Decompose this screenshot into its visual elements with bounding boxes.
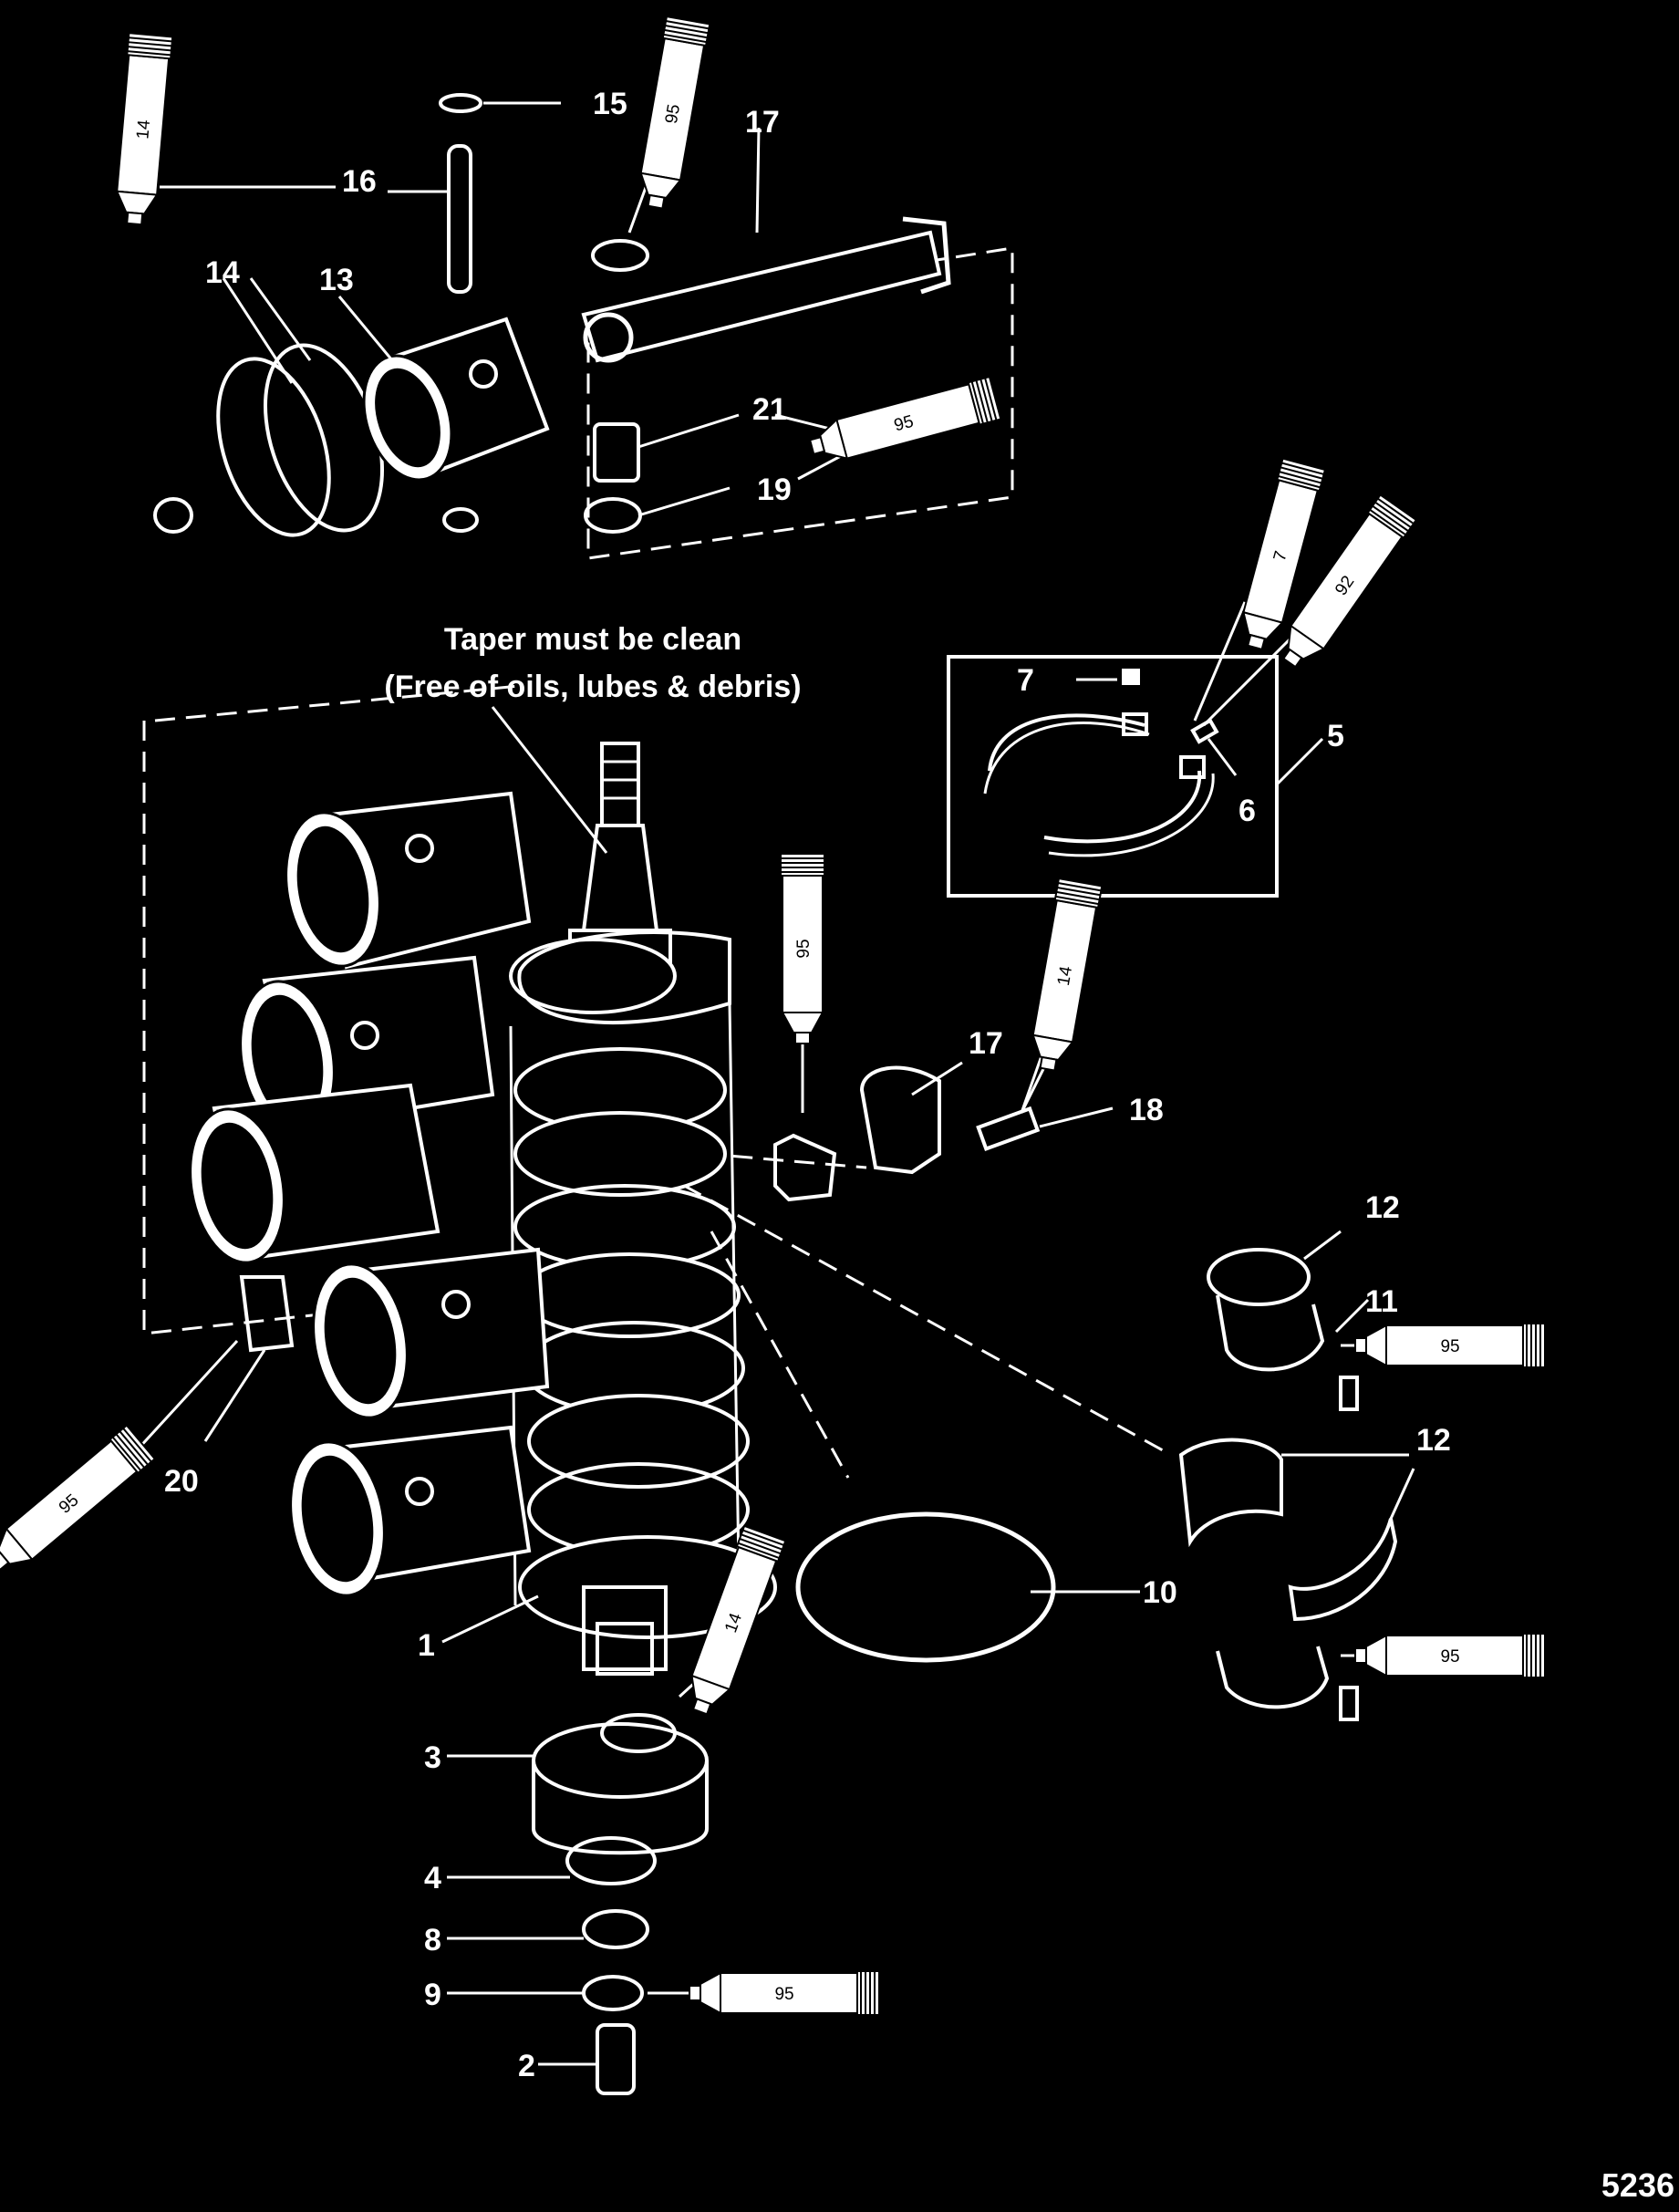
callout-9: 9 bbox=[424, 1978, 441, 2012]
connecting-rod-top bbox=[581, 230, 942, 363]
lube-tube-14a: 14 bbox=[111, 32, 174, 227]
lube-tubes: 14 95 95 7 92 95 14 95 bbox=[0, 16, 1546, 2016]
crankshaft-assembly bbox=[135, 684, 1415, 2095]
callout-2: 2 bbox=[518, 2049, 535, 2083]
svg-text:14: 14 bbox=[133, 119, 154, 140]
piston-ring-outer bbox=[153, 497, 193, 534]
retaining-ring bbox=[1207, 1248, 1311, 1306]
rod-cap bbox=[859, 1065, 941, 1175]
piston-5 bbox=[289, 1425, 532, 1597]
svg-text:95: 95 bbox=[1440, 1647, 1459, 1667]
wrist-pin bbox=[447, 144, 472, 294]
callout-3: 3 bbox=[424, 1740, 441, 1775]
piston-1 bbox=[285, 791, 532, 970]
rod-bolt bbox=[976, 1106, 1041, 1152]
rod-needle-bearing bbox=[239, 1275, 295, 1353]
svg-text:14: 14 bbox=[1054, 964, 1076, 987]
snap-ring-4 bbox=[565, 1836, 657, 1885]
main-bearing-lower bbox=[1288, 1518, 1398, 1622]
callout-12-ring: 12 bbox=[1365, 1190, 1400, 1225]
callout-6: 6 bbox=[1239, 794, 1256, 828]
seal-ring-10 bbox=[795, 1511, 1056, 1663]
svg-text:95: 95 bbox=[794, 939, 814, 958]
piston-rod-subassembly bbox=[153, 93, 1014, 560]
callout-4: 4 bbox=[424, 1861, 441, 1895]
thrust-washer bbox=[591, 239, 649, 272]
svg-text:7: 7 bbox=[1270, 549, 1291, 564]
lube-tube-14c: 14 bbox=[679, 1524, 787, 1720]
piston-top bbox=[362, 317, 550, 482]
callout-10: 10 bbox=[1143, 1575, 1177, 1610]
callout-17-cap: 17 bbox=[969, 1026, 1003, 1061]
lube-tube-95b: 95 bbox=[805, 376, 1002, 470]
ball-bearing bbox=[532, 1760, 709, 1855]
callout-13: 13 bbox=[319, 263, 354, 297]
roller-cage-bottom bbox=[1216, 1646, 1330, 1709]
crank-taper bbox=[581, 824, 659, 932]
callout-1: 1 bbox=[418, 1628, 435, 1663]
callout-5: 5 bbox=[1327, 719, 1344, 753]
svg-text:95: 95 bbox=[774, 1985, 793, 2004]
lube-tube-95d: 95 bbox=[1354, 1323, 1546, 1368]
lower-washer bbox=[584, 497, 642, 534]
washer-9 bbox=[582, 1975, 644, 2011]
lube-tube-92: 92 bbox=[1270, 493, 1417, 677]
main-bearing-half bbox=[773, 1133, 837, 1202]
crank-threaded-end bbox=[600, 742, 640, 827]
callout-labels: 15 16 17 14 13 21 19 7 5 6 17 18 12 11 1… bbox=[164, 87, 1451, 2083]
figure-number: 5236 bbox=[1601, 2166, 1674, 2204]
lube-tube-7: 7 bbox=[1232, 457, 1326, 654]
seal-8 bbox=[582, 1909, 649, 1949]
needle-bearing bbox=[593, 422, 640, 483]
svg-text:95: 95 bbox=[1440, 1337, 1459, 1356]
lube-tube-95g: 95 bbox=[689, 1970, 880, 2016]
callout-15: 15 bbox=[593, 87, 627, 121]
lube-tube-95c: 95 bbox=[780, 853, 825, 1044]
callout-11: 11 bbox=[1365, 1284, 1398, 1319]
piston-3 bbox=[189, 1083, 440, 1264]
note-line-1: Taper must be clean bbox=[444, 622, 741, 657]
roller-cage-top bbox=[1216, 1294, 1325, 1372]
callout-7: 7 bbox=[1017, 663, 1034, 698]
bearing-inset bbox=[947, 601, 1324, 898]
ball-bearing-top bbox=[532, 1722, 709, 1799]
bushing-2 bbox=[596, 2023, 636, 2095]
svg-text:95: 95 bbox=[662, 103, 684, 125]
piston-4 bbox=[312, 1247, 550, 1419]
callout-20: 20 bbox=[164, 1464, 199, 1499]
callout-8: 8 bbox=[424, 1923, 441, 1958]
lube-tube-95e: 95 bbox=[0, 1424, 156, 1583]
lube-tube-95f: 95 bbox=[1354, 1633, 1546, 1678]
crank-lower-journal bbox=[582, 1585, 668, 1671]
taper-note: Taper must be clean (Free of oils, lubes… bbox=[384, 622, 802, 854]
main-bearing-upper bbox=[1178, 1438, 1283, 1548]
callout-19: 19 bbox=[757, 473, 792, 507]
lube-tube-95a: 95 bbox=[632, 16, 711, 213]
note-line-2: (Free of oils, lubes & debris) bbox=[384, 670, 801, 704]
lube-tube-14b: 14 bbox=[1024, 878, 1104, 1075]
callout-16: 16 bbox=[342, 164, 377, 199]
callout-18: 18 bbox=[1129, 1093, 1164, 1127]
piston-ring-1 bbox=[216, 357, 331, 537]
callout-17-rod: 17 bbox=[745, 105, 780, 140]
callout-21: 21 bbox=[752, 392, 787, 427]
callout-12-bearing: 12 bbox=[1416, 1423, 1451, 1458]
callout-14-rings: 14 bbox=[205, 255, 240, 290]
piston-2 bbox=[239, 955, 495, 1137]
